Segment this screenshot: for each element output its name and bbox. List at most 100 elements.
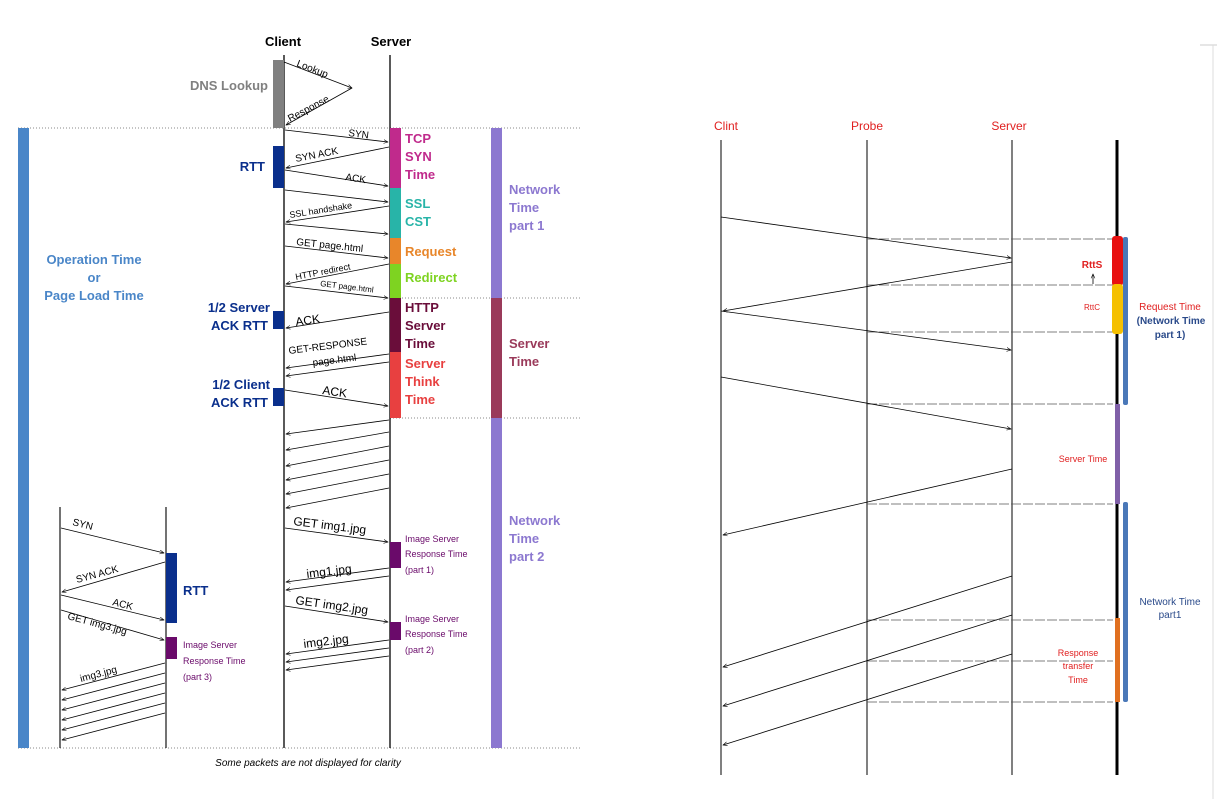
think-label-1: Server [405,356,445,371]
msg-img2-arrow-3 [286,655,390,670]
mini-img3-label: img3.jpg [79,664,118,684]
msg-get-page-label: GET page.html [296,237,364,255]
msg-redirect-arrow [286,263,390,284]
mini-img3-arrow-3 [62,682,166,710]
ssl-label-1: SSL [405,196,430,211]
mini-syn-arrow [60,527,164,553]
mini-get-img3-label: GET img3.jpg [66,611,128,637]
http-label-2: Server [405,318,445,333]
tcp-label-3: Time [405,167,435,182]
dns-response-msg: Response [286,94,331,125]
msg-ssl-3 [284,223,388,234]
msg-img1-label: img1.jpg [306,562,353,581]
right-probe-label: Probe [851,119,883,133]
msg-get-response-arrow-1 [286,353,390,368]
msg-syn-arrow [284,129,388,142]
msg-synack-arrow [286,146,390,168]
right-response-arrow-3 [723,614,1013,706]
half-server-label-1: 1/2 Server [208,300,270,315]
server-think-bar [390,352,401,418]
half-server-label-2: ACK RTT [211,318,268,333]
left-diagram: Client Server DNS Lookup Lookup Response… [18,34,580,769]
right-server-label: Server [991,119,1026,133]
mini-img3-arrow-6 [62,712,166,740]
msg-ack2-arrow [286,311,390,328]
dns-lookup-bar [273,60,284,128]
image-response-bar-2 [390,622,401,640]
msg-ack-arrow [284,169,388,186]
msg-get-page2-label: GET page.html [320,279,375,294]
right-diagram: Clint Probe Server [714,44,1217,799]
half-client-label-2: ACK RTT [211,395,268,410]
image-response-1-line-1: Image Server [405,534,459,544]
response-transfer-label-1: Response [1058,648,1099,658]
msg-get-img2-arrow [284,605,388,622]
image-response-1-line-2: Response Time [405,549,468,559]
net2-label-2: Time [509,531,539,546]
image-response-3-line-2: Response Time [183,656,246,666]
left-server-label: Server [371,34,411,49]
image-response-3-line-3: (part 3) [183,672,212,682]
response-transfer-segment [1115,618,1120,702]
msg-data-2 [286,431,390,450]
image-response-1-line-3: (part 1) [405,565,434,575]
half-server-ack-bar [273,311,284,329]
http-server-bar [390,298,401,352]
msg-ack-label: ACK [345,172,367,186]
msg-ack3-label: ACK [322,383,348,400]
mini-img3-arrow-4 [62,692,166,720]
mini-rtt-bar [166,553,177,623]
probe-dashed-lines [867,238,1113,703]
redirect-label: Redirect [405,270,458,285]
right-request-arrow [720,376,1011,429]
msg-data-5 [286,473,390,494]
mini-ack-arrow [60,594,164,620]
network-time-label-1: Network Time [1139,597,1201,608]
msg-get-response-arrow-2 [286,361,390,376]
msg-get-img1-arrow [284,527,388,542]
msg-get-page2-arrow [284,285,388,298]
image-response-3-line-1: Image Server [183,640,237,650]
dns-response-arrow [286,87,353,126]
mini-synack-arrow [62,561,166,592]
mini-img3-arrow-1 [62,662,166,690]
tcp-label-2: SYN [405,149,432,164]
request-time-label-1: Request Time [1139,302,1201,313]
net1-label-2: Time [509,200,539,215]
dns-lookup-arrow [283,61,352,88]
msg-img1-arrow-2 [286,575,390,590]
server-time-bar [491,298,502,418]
operation-time-bar [18,128,29,748]
server-time-label: Server Time [1059,454,1108,464]
mini-get-img3-arrow [60,609,164,640]
net2-label-1: Network [509,513,561,528]
server-time-label-2: Time [509,354,539,369]
right-messages [720,216,1013,745]
dns-lookup-msg: Lookup [295,59,330,81]
half-client-label-1: 1/2 Client [212,377,270,392]
response-transfer-label-3: Time [1068,675,1088,685]
msg-ack2-label: ACK [294,312,320,329]
request-time-label-3: part 1) [1155,330,1186,341]
network-time-segment [1123,502,1128,702]
think-label-2: Think [405,374,440,389]
rttc-label: RttC [1084,303,1100,312]
redirect-bar [390,264,401,298]
footnote: Some packets are not displayed for clari… [215,758,402,769]
mini-ack-label: ACK [111,597,134,613]
http-label-1: HTTP [405,300,439,315]
image-response-2-line-1: Image Server [405,614,459,624]
msg-get-response-label-2: page.html [312,353,357,369]
request-time-segment [1123,237,1128,405]
think-label-3: Time [405,392,435,407]
right-synack-arrow [723,261,1013,311]
right-response-arrow-4 [723,653,1013,745]
msg-get-page-arrow [284,245,388,258]
request-bar [390,238,401,264]
network-time-label-2: part1 [1159,610,1182,621]
ssl-cst-bar [390,188,401,238]
image-response-bar-3 [166,637,177,659]
net2-label-3: part 2 [509,549,544,564]
operation-or-label: or [88,270,101,285]
